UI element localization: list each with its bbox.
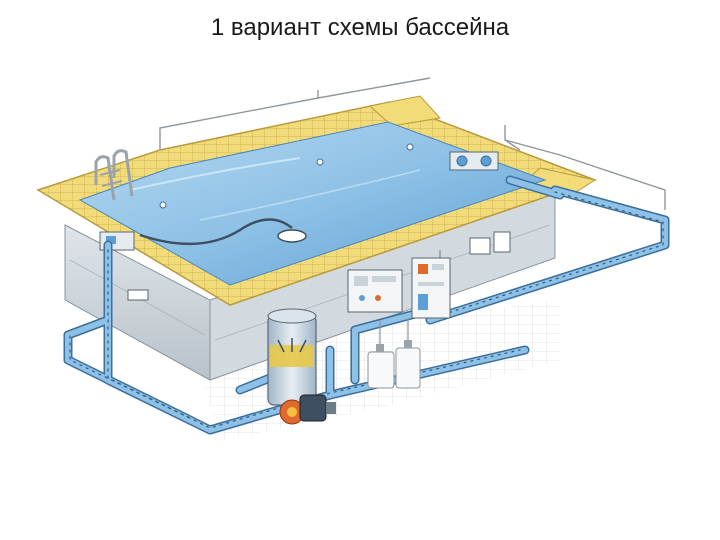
vacuum-hose-icon: [139, 218, 307, 246]
filter-tank-icon: [267, 308, 317, 406]
control-panel-icon: [347, 257, 451, 319]
chemical-tank-icon: [367, 318, 421, 389]
control-wiring: [159, 77, 666, 270]
wall-fixtures: [127, 231, 511, 301]
pump-icon: [279, 394, 336, 425]
ladder-icon: [94, 149, 134, 201]
slide-title: 1 вариант схемы бассейна: [210, 14, 510, 41]
heat-exchanger-icon: [449, 151, 499, 171]
